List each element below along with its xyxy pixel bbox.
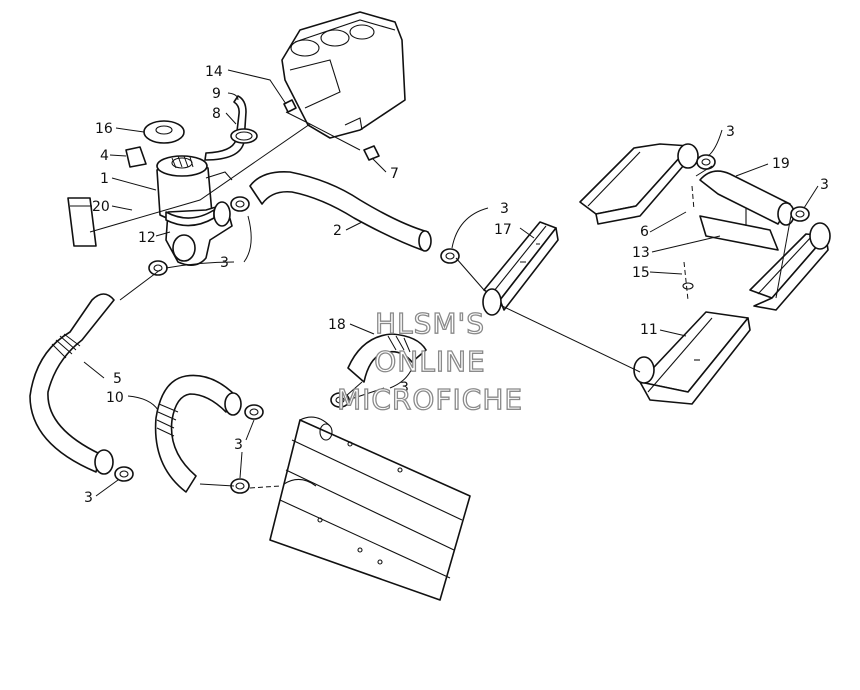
callout-3-right: 3: [820, 177, 829, 193]
hose-5: [29, 293, 115, 475]
callout-12: 12: [138, 230, 156, 246]
hose-clamp-3: [114, 154, 810, 494]
callout-3-hose5: 3: [84, 490, 93, 506]
tunnel-frame: [269, 416, 471, 601]
callout-20: 20: [92, 199, 110, 215]
pressure-cap-16: [143, 120, 185, 144]
pump-housing-12: [165, 201, 233, 266]
callout-14: 14: [205, 64, 223, 80]
callout-3-hose18: 3: [400, 380, 409, 396]
hose-clamp-8: [230, 128, 258, 144]
heat-exchanger-lower-right: [749, 222, 831, 311]
hose-10: [154, 374, 242, 493]
leader-lines: [83, 69, 819, 497]
callout-3-upper: 3: [726, 124, 735, 140]
vent-hose-9: [204, 95, 247, 161]
callout-7: 7: [390, 166, 399, 182]
heat-exchanger-upper: [579, 143, 699, 225]
callout-4: 4: [100, 148, 109, 164]
decal-20: [67, 197, 97, 247]
callout-16: 16: [95, 121, 113, 137]
plate-13: [699, 208, 779, 251]
callout-2: 2: [333, 223, 342, 239]
hose-2: [249, 170, 432, 252]
callout-18: 18: [328, 317, 346, 333]
callout-3-hose10: 3: [234, 437, 243, 453]
callout-6: 6: [640, 224, 649, 240]
callout-13: 13: [632, 245, 650, 261]
screw-15: [682, 261, 694, 301]
screw-6: [691, 185, 695, 211]
connection-lines: [89, 111, 793, 489]
callout-11: 11: [640, 322, 658, 338]
callout-1: 1: [100, 171, 109, 187]
callout-17: 17: [494, 222, 512, 238]
callout-labels: 14 9 8 16 4 1 20 12 7 2 3 17 3 3 19 3 6 …: [84, 64, 829, 506]
callout-5: 5: [113, 371, 122, 387]
hose-18: [347, 333, 427, 383]
watermark-line-3: MICROFICHE: [337, 383, 523, 416]
heat-exchanger-11: [633, 311, 751, 405]
engine-block: [281, 11, 406, 139]
fitting-14: [283, 99, 297, 113]
watermark-line-1: HLSM'S: [375, 307, 485, 340]
tube-19: [699, 170, 795, 226]
plug-7: [363, 145, 380, 161]
watermark-line-2: ONLINE: [374, 345, 485, 378]
callout-19: 19: [772, 156, 790, 172]
callout-15: 15: [632, 265, 650, 281]
callout-3-hose2: 3: [500, 201, 509, 217]
heat-exchanger-17: [482, 221, 559, 316]
callout-10: 10: [106, 390, 124, 406]
watermark: HLSM'S ONLINE MICROFICHE: [336, 306, 523, 416]
decal-4: [125, 146, 147, 168]
callout-3-pump: 3: [220, 255, 229, 271]
callout-8: 8: [212, 106, 221, 122]
callout-9: 9: [212, 86, 221, 102]
